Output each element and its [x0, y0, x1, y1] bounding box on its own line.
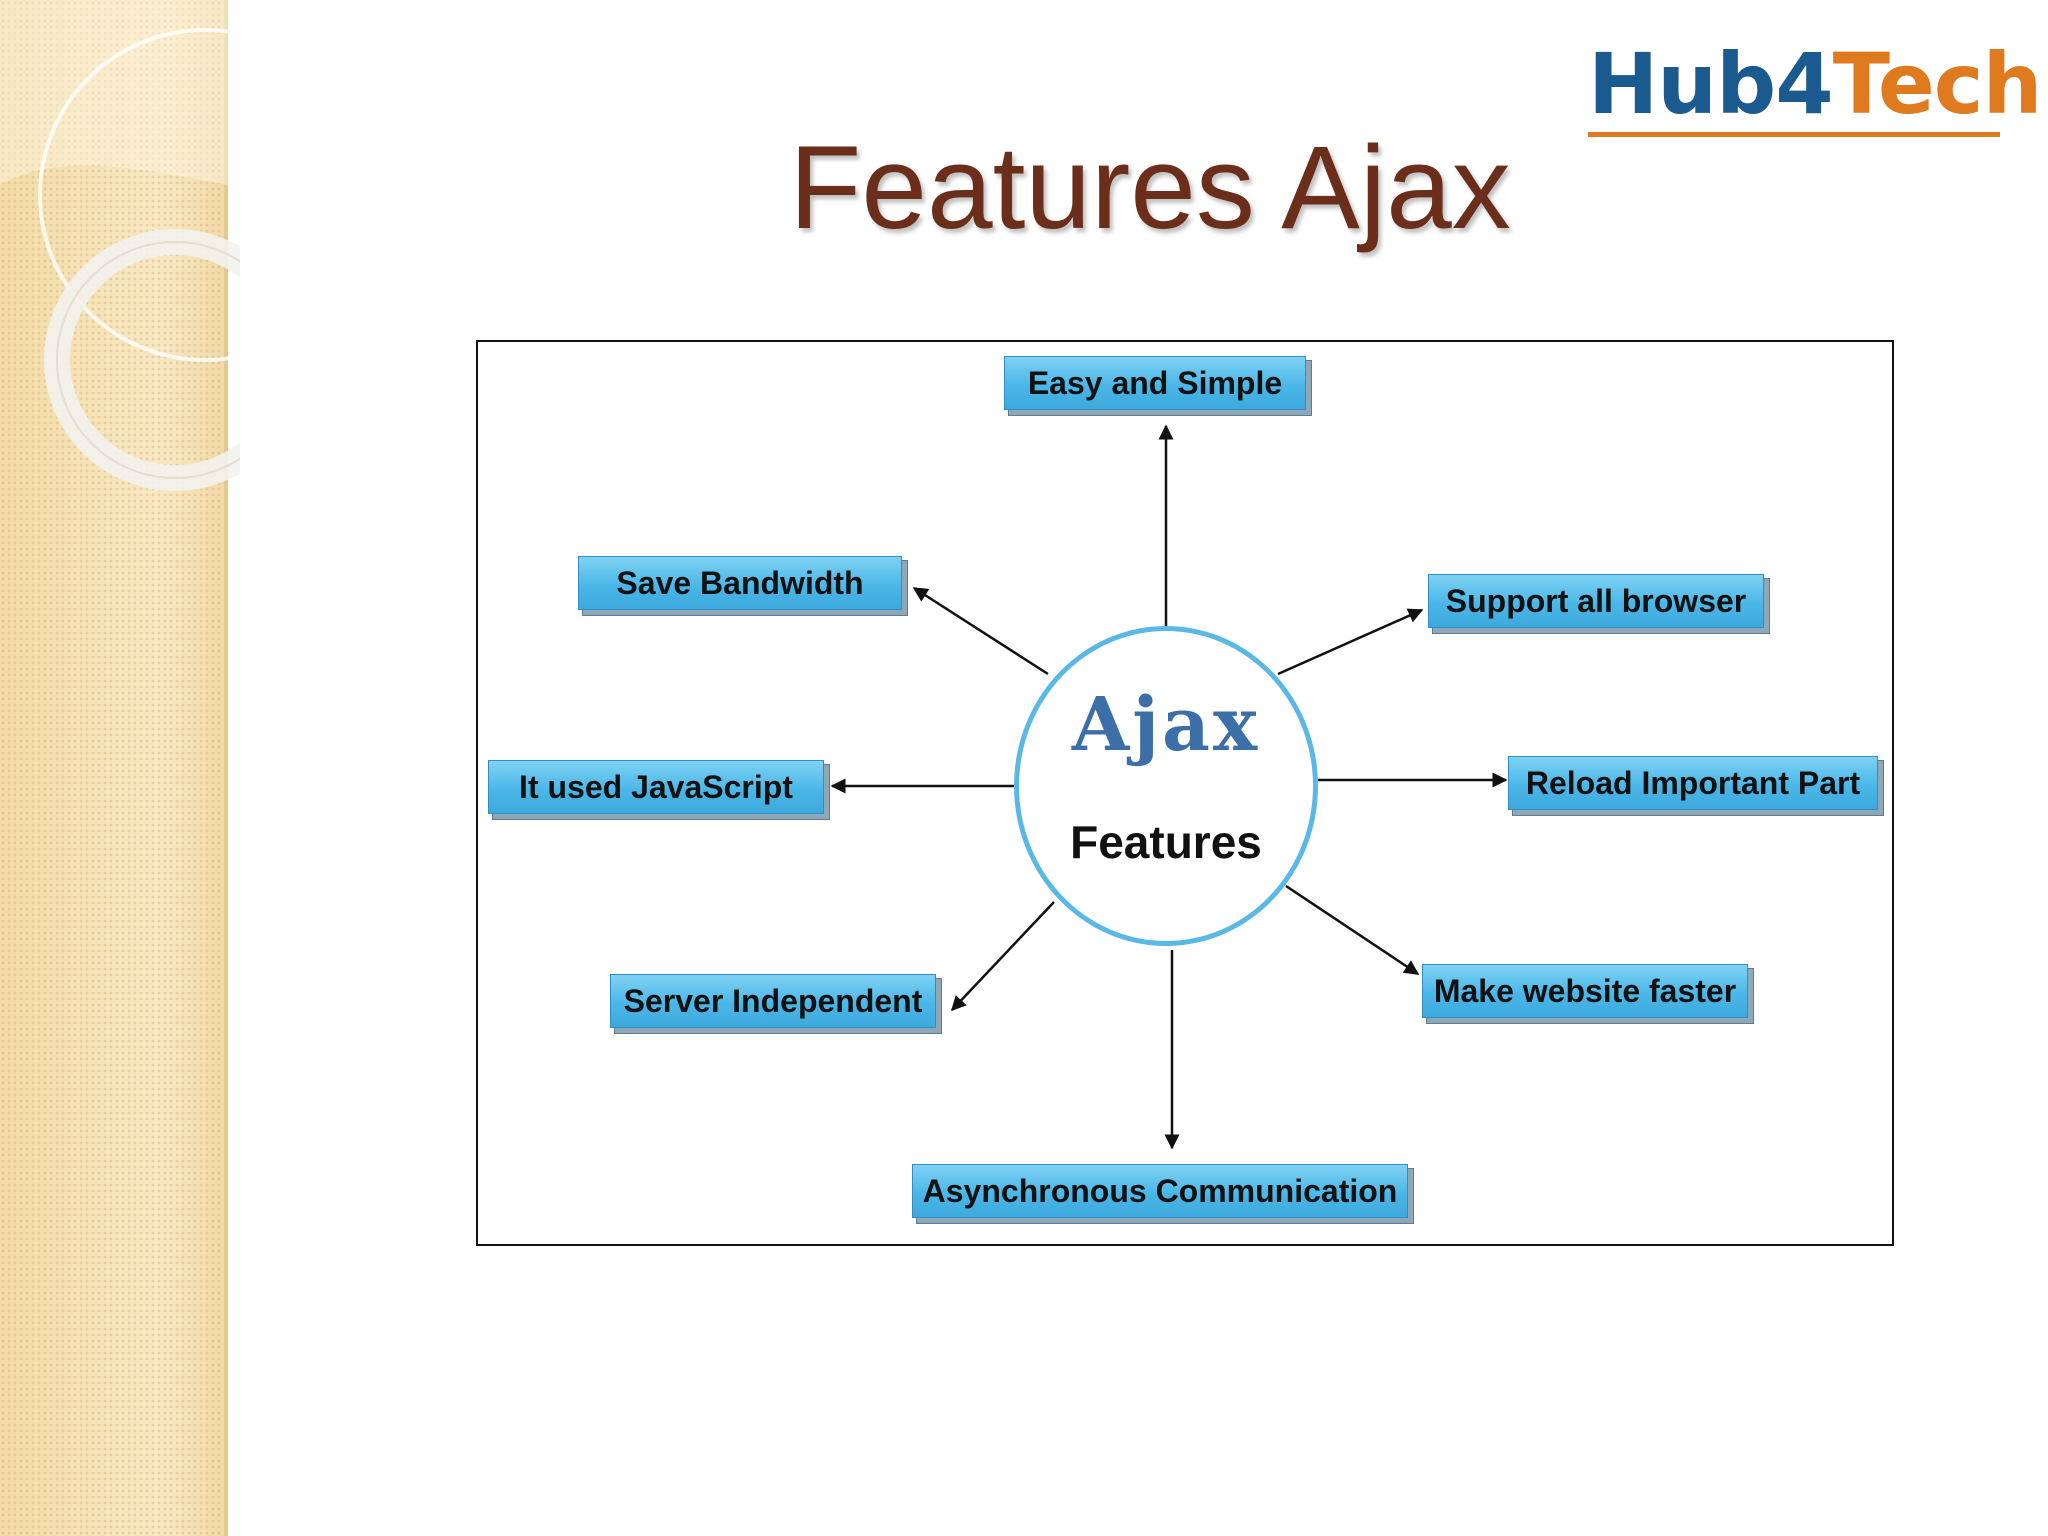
feature-server-independent: Server Independent	[610, 974, 936, 1028]
slide-title: Features Ajax	[789, 122, 1511, 254]
decorative-rings	[0, 0, 240, 491]
logo-underline	[1588, 132, 2000, 137]
feature-reload-important-part: Reload Important Part	[1508, 756, 1878, 810]
feature-make-website-faster: Make website faster	[1422, 964, 1748, 1018]
hub4tech-logo: Hub4Tech	[1588, 35, 2042, 140]
arrow-support	[1277, 608, 1424, 676]
center-node	[1014, 626, 1318, 946]
side-panel-edge	[224, 0, 228, 1536]
diagram-arrows	[830, 424, 1508, 1150]
feature-save-bandwidth: Save Bandwidth	[578, 556, 902, 610]
logo-text-primary: Hub4	[1588, 35, 1834, 133]
arrow-bandwidth	[912, 586, 1049, 676]
feature-easy-and-simple: Easy and Simple	[1004, 356, 1306, 410]
arrow-server	[950, 901, 1055, 1012]
center-node-title: Ajax	[1071, 682, 1261, 768]
center-node-subtitle: Features	[1070, 816, 1262, 868]
arrow-faster	[1285, 884, 1420, 976]
feature-support-all-browser: Support all browser	[1428, 574, 1764, 628]
feature-it-used-javascript: It used JavaScript	[488, 760, 824, 814]
feature-asynchronous-communication: Asynchronous Communication	[912, 1164, 1408, 1218]
logo-text-accent: Tech	[1832, 35, 2043, 133]
